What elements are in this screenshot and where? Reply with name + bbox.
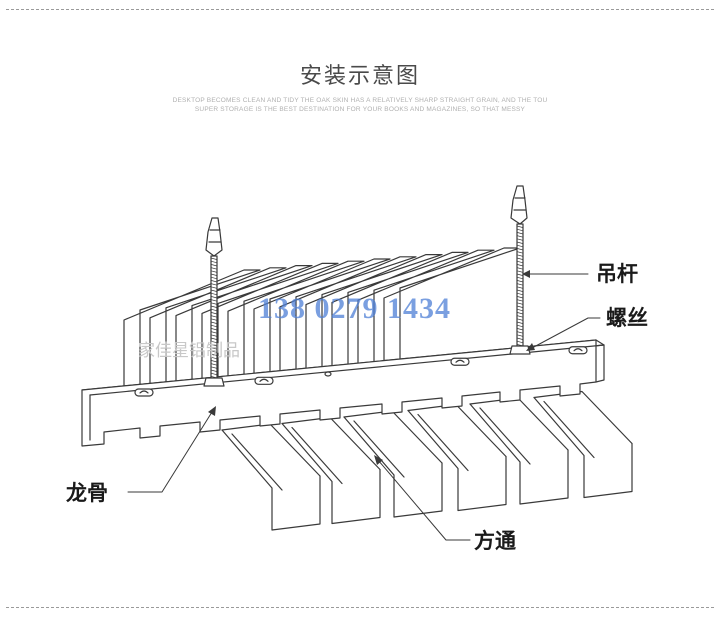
upper-tube-7 bbox=[279, 256, 417, 374]
top-dashed-divider bbox=[6, 9, 714, 10]
label-keel: 龙骨 bbox=[66, 481, 108, 505]
keel-slots bbox=[134, 346, 588, 397]
subtitle-line-1: DESKTOP BECOMES CLEAN AND TIDY THE OAK S… bbox=[172, 97, 548, 104]
upper-square-tubes bbox=[123, 247, 521, 389]
lower-tube-3 bbox=[343, 410, 443, 518]
upper-tube-9 bbox=[331, 251, 469, 369]
arrow-keel bbox=[208, 406, 216, 416]
upper-tube-8 bbox=[305, 254, 443, 371]
watermark-phone: 138 0279 1434 bbox=[258, 292, 451, 325]
leader-screw bbox=[531, 317, 601, 349]
leader-square-tube bbox=[377, 459, 471, 541]
keel-slot-3 bbox=[450, 357, 470, 366]
leader-lines bbox=[127, 273, 601, 541]
upper-tube-3 bbox=[175, 265, 313, 384]
keel-slot-1 bbox=[134, 388, 154, 397]
lower-square-tubes bbox=[221, 390, 633, 531]
upper-tube-11 bbox=[383, 247, 521, 364]
leader-arrowheads bbox=[208, 270, 535, 465]
hanging-rod-left bbox=[203, 217, 225, 387]
label-hanging-rod: 吊杆 bbox=[596, 262, 638, 286]
keel-slot-4 bbox=[568, 346, 588, 355]
upper-tube-1 bbox=[123, 269, 261, 389]
lower-tube-6 bbox=[533, 390, 633, 499]
lower-tube-2 bbox=[281, 416, 381, 525]
page-subtitle: DESKTOP BECOMES CLEAN AND TIDY THE OAK S… bbox=[120, 96, 600, 114]
upper-tube-6 bbox=[253, 258, 391, 376]
upper-tube-2 bbox=[149, 267, 287, 386]
hanging-rod-right bbox=[509, 185, 531, 355]
arrow-hanging-rod bbox=[522, 270, 530, 278]
bottom-dashed-divider bbox=[6, 607, 714, 608]
watermark-store: 家佳星铝制品 bbox=[138, 341, 240, 361]
leader-keel bbox=[127, 411, 213, 493]
upper-tube-5 bbox=[227, 260, 365, 379]
label-square-tube: 方通 bbox=[474, 529, 516, 553]
arrow-screw bbox=[526, 343, 535, 351]
arrow-square-tube bbox=[374, 455, 383, 465]
label-screw: 螺丝 bbox=[606, 306, 648, 330]
upper-tube-10 bbox=[357, 249, 495, 366]
subtitle-line-2: SUPER STORAGE IS THE BEST DESTINATION FO… bbox=[194, 106, 526, 113]
page-title: 安装示意图 bbox=[299, 64, 420, 89]
keel-slot-2 bbox=[254, 376, 274, 385]
